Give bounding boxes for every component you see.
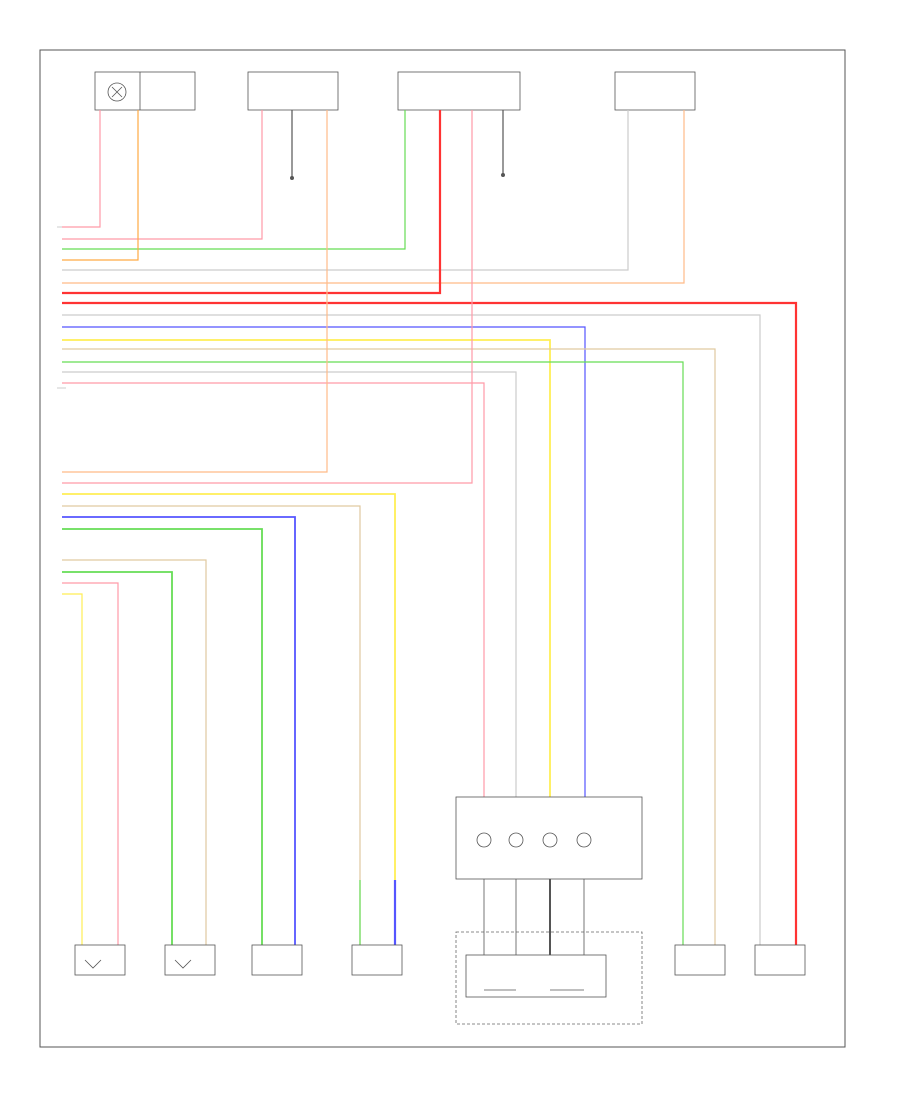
- wire: [62, 110, 139, 261]
- wire: [62, 348, 716, 945]
- wire: [62, 559, 207, 945]
- passenger-airbag-module-1: [674, 944, 726, 976]
- diagram-frame: [39, 49, 846, 1048]
- wire: [62, 571, 173, 945]
- passenger-airbag-module-2: [754, 944, 806, 976]
- wire: [62, 361, 684, 945]
- top-component-2: [247, 71, 339, 111]
- wire: [62, 110, 101, 228]
- wire: [62, 110, 473, 484]
- wire-group: [62, 110, 798, 945]
- wire: [62, 110, 442, 295]
- wire: [62, 593, 83, 945]
- wire: [62, 339, 551, 800]
- clock-spring: [455, 796, 643, 990]
- wire: [62, 110, 685, 284]
- top-component-3: [397, 71, 521, 111]
- wire: [62, 110, 263, 240]
- right-front-impact-sensor: [351, 944, 403, 976]
- wire: [62, 110, 406, 250]
- wire: [62, 505, 361, 945]
- ground-symbol: [290, 110, 294, 180]
- top-component-1: [94, 71, 196, 111]
- wire: [62, 516, 296, 945]
- wire: [62, 382, 485, 800]
- connector-upper: [57, 226, 66, 389]
- wire: [62, 326, 586, 800]
- wire: [62, 493, 396, 945]
- steering-airbag-module: [455, 931, 643, 1025]
- wire: [62, 314, 761, 945]
- wire: [62, 301, 798, 945]
- top-component-4: [614, 71, 696, 111]
- left-front-impact-sensor: [251, 944, 303, 976]
- driver-seat-belt-pretensioner: [74, 944, 126, 976]
- passenger-seat-belt-pretensioner: [164, 944, 216, 976]
- ground-symbol: [501, 110, 505, 177]
- wire: [62, 582, 119, 945]
- wire: [62, 371, 517, 800]
- wire: [62, 528, 263, 945]
- wire: [62, 110, 328, 473]
- wire: [62, 110, 629, 271]
